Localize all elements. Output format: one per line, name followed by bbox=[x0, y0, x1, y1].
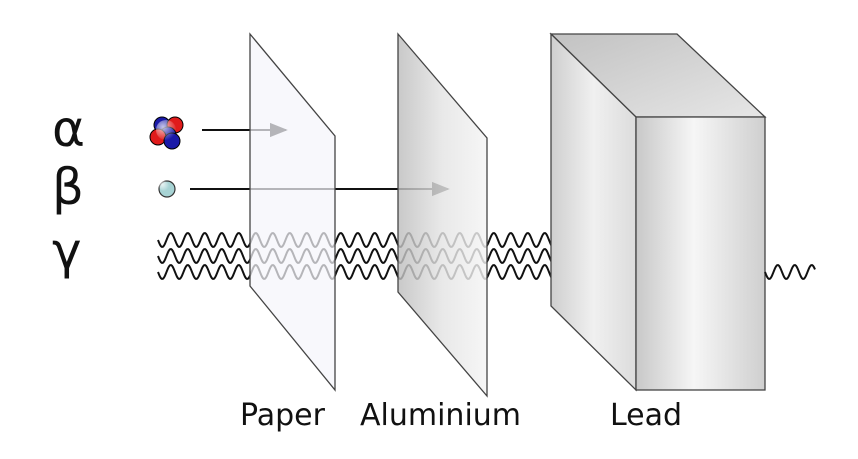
paper-label: Paper bbox=[240, 398, 326, 433]
alpha-symbol: α bbox=[52, 100, 85, 158]
paper-sheet bbox=[249, 32, 336, 392]
aluminium-sheet bbox=[397, 32, 488, 398]
beta-particle-icon bbox=[158, 180, 176, 198]
lead-label: Lead bbox=[610, 398, 682, 433]
aluminium-label: Aluminium bbox=[360, 398, 521, 433]
gamma-wave-exit bbox=[764, 263, 816, 281]
gamma-wave-icon bbox=[157, 231, 613, 281]
alpha-particle-icon bbox=[149, 116, 184, 150]
lead-block bbox=[549, 32, 767, 392]
beta-symbol: β bbox=[52, 158, 84, 216]
gamma-symbol: γ bbox=[52, 222, 82, 280]
